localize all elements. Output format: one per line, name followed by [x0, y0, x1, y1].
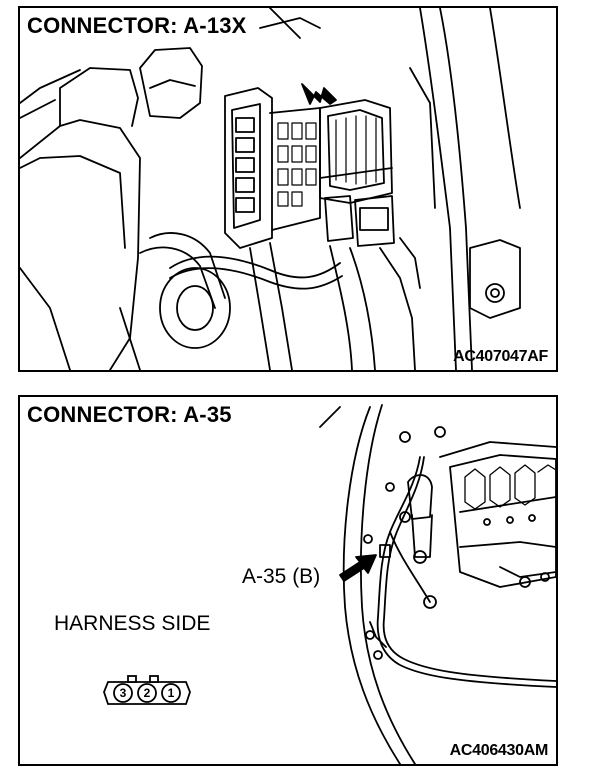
- pin-label: 1: [168, 686, 175, 700]
- engine-bay-illustration-bottom: [319, 404, 556, 764]
- connector-face-diagram: 3 2 1: [103, 675, 191, 705]
- a35-callout-label: A-35 (B): [242, 565, 321, 588]
- connector-a13x-figure: CONNECTOR: A-13X: [18, 6, 558, 372]
- connector-a35-figure: CONNECTOR: A-35: [18, 395, 558, 766]
- figure-code-bottom: AC406430AM: [449, 742, 549, 759]
- pin-label: 2: [144, 686, 151, 700]
- pin-label: 3: [120, 686, 127, 700]
- figure-code-top: AC407047AF: [453, 348, 548, 365]
- connector-a13x-title: CONNECTOR: A-13X: [27, 13, 251, 39]
- connector-a35-title: CONNECTOR: A-35: [27, 402, 236, 428]
- engine-bay-illustration-top: [20, 8, 521, 370]
- harness-side-label: HARNESS SIDE: [54, 612, 211, 635]
